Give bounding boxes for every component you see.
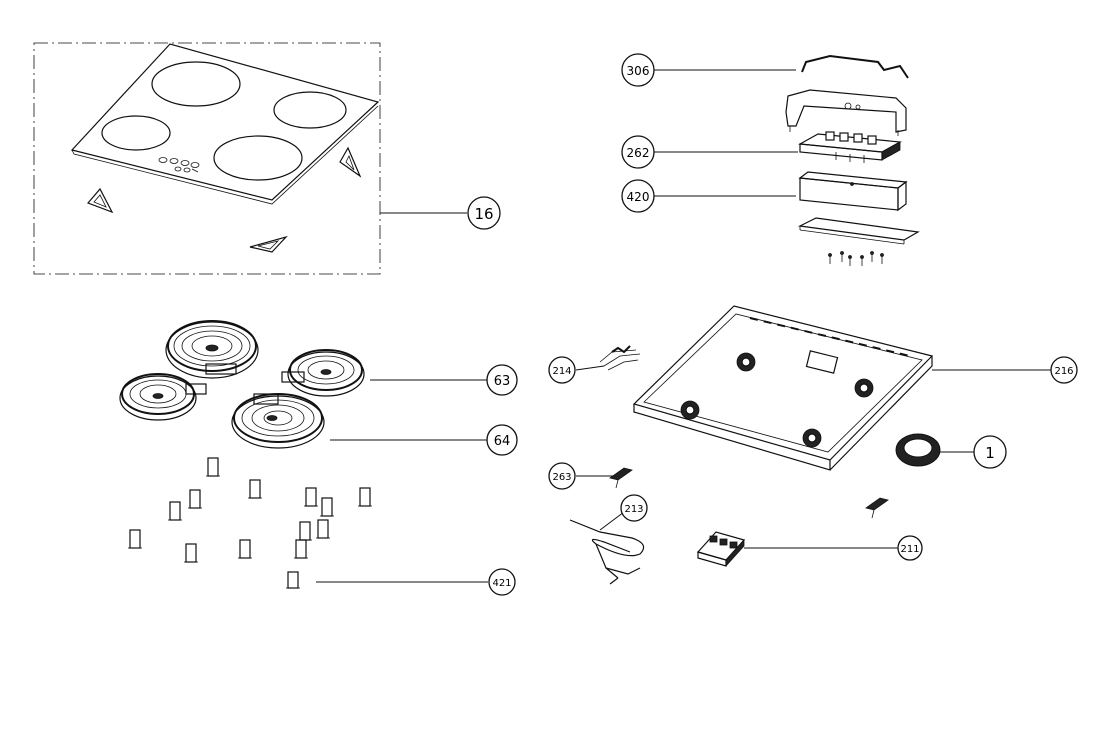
callout-63-label: 63 xyxy=(494,374,511,389)
callout-263-label: 263 xyxy=(552,472,571,483)
hob-zone-rear-right xyxy=(273,91,347,129)
callout-1-label: 1 xyxy=(985,444,995,462)
callout-216-circle xyxy=(1050,356,1078,384)
callout-16-circle xyxy=(467,196,501,230)
callout-64-label: 64 xyxy=(494,434,511,449)
callout-63-circle xyxy=(486,364,518,396)
screws-icon xyxy=(828,251,884,266)
glass-cooktop-plate xyxy=(70,43,380,201)
housing-420-icon xyxy=(798,171,908,212)
base-tray-side-wall xyxy=(829,356,933,471)
callout-211-circle xyxy=(897,535,923,561)
base-tray xyxy=(632,305,934,461)
gasket-ring-icon xyxy=(895,433,941,467)
wire-harness-214-icon xyxy=(599,345,641,371)
hob-zone-rear-left xyxy=(151,61,241,107)
base-tray-front-wall xyxy=(633,404,831,471)
callout-214-circle xyxy=(548,356,576,384)
heater-clips-icon xyxy=(128,457,372,589)
callout-64-circle xyxy=(486,424,518,456)
hob-zone-front-right xyxy=(213,135,303,181)
leader-214 xyxy=(575,365,605,371)
control-board-262-icon xyxy=(798,131,902,163)
callout-306-label: 306 xyxy=(627,64,650,78)
mounting-bracket-icon xyxy=(785,89,907,136)
radiant-heater-front xyxy=(231,393,325,449)
tray-fan-vents-icon xyxy=(680,352,874,448)
power-cable-213-icon xyxy=(569,519,645,585)
radiant-heater-rear xyxy=(165,320,259,379)
bracket-263b-icon xyxy=(865,497,889,519)
corner-bracket-right-icon xyxy=(339,146,362,178)
callout-214-label: 214 xyxy=(552,366,571,377)
terminal-block-211-icon xyxy=(696,531,746,568)
callout-421-label: 421 xyxy=(492,578,511,589)
control-module-group: 306 262 420 xyxy=(621,53,920,266)
callout-421-circle xyxy=(488,568,516,596)
callout-16-label: 16 xyxy=(474,205,493,223)
base-tray-group: 216 214 1 263 213 xyxy=(548,305,1078,585)
glass-cooktop-group: 16 xyxy=(33,42,501,275)
callout-213-circle xyxy=(620,494,648,522)
tray-cutout xyxy=(805,350,839,374)
callout-420-label: 420 xyxy=(627,190,650,204)
hob-zone-front-left xyxy=(101,115,171,151)
corner-bracket-left-icon xyxy=(86,187,114,214)
radiant-heater-right xyxy=(281,349,365,397)
base-tray-inner-rim xyxy=(643,313,923,453)
callout-1-circle xyxy=(973,435,1007,469)
assembly-boundary-dashed-box xyxy=(33,42,381,275)
leader-213 xyxy=(599,511,625,531)
callout-263-circle xyxy=(548,462,576,490)
radiant-heater-left xyxy=(119,373,207,421)
callout-216-label: 216 xyxy=(1054,366,1073,377)
callout-211-label: 211 xyxy=(900,544,919,555)
corner-bracket-bottom-icon xyxy=(249,235,288,253)
cable-loom-306 xyxy=(801,54,909,79)
control-knobs-icon xyxy=(158,157,200,173)
base-plate-icon xyxy=(797,217,920,245)
glass-cooktop-edge xyxy=(71,105,379,205)
callout-262-label: 262 xyxy=(627,146,650,160)
bracket-263-icon xyxy=(609,467,633,489)
callout-213-label: 213 xyxy=(624,504,643,515)
heating-elements-group: 63 64 421 xyxy=(119,320,518,596)
